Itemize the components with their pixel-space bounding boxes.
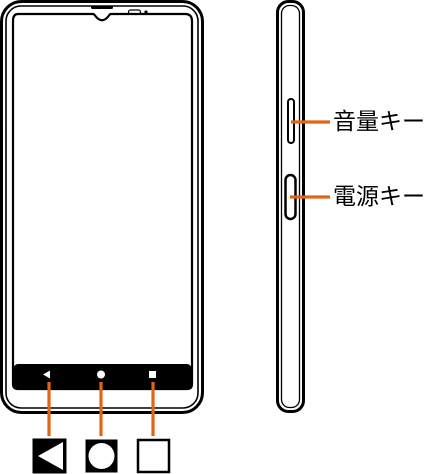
side-button-protrusion bbox=[201, 97, 204, 143]
nav-recent-apps-icon[interactable] bbox=[149, 371, 156, 378]
display-screen bbox=[11, 12, 194, 391]
volume-key-label: 音量キー bbox=[333, 109, 425, 135]
nav-key-legend bbox=[32, 438, 171, 474]
phone-side-view bbox=[276, 0, 305, 413]
back-triangle-icon bbox=[38, 442, 63, 470]
legend-back-key bbox=[32, 438, 67, 474]
legend-recent-key bbox=[136, 438, 171, 474]
phone-front-view bbox=[0, 0, 204, 414]
nav-back-icon[interactable] bbox=[43, 370, 50, 379]
earpiece-speaker bbox=[91, 6, 113, 9]
legend-home-key bbox=[85, 439, 118, 473]
nav-leader-lines bbox=[47, 382, 155, 436]
power-key-label: 電源キー bbox=[333, 184, 425, 210]
nav-home-icon[interactable] bbox=[97, 370, 105, 379]
side-leader-lines bbox=[290, 120, 330, 199]
front-sensor-icon bbox=[127, 9, 142, 15]
front-sensor-dot-icon bbox=[144, 10, 148, 14]
recent-square-icon bbox=[136, 438, 171, 474]
phone-side-inner-edge bbox=[280, 4, 301, 409]
home-circle-icon bbox=[88, 443, 115, 469]
